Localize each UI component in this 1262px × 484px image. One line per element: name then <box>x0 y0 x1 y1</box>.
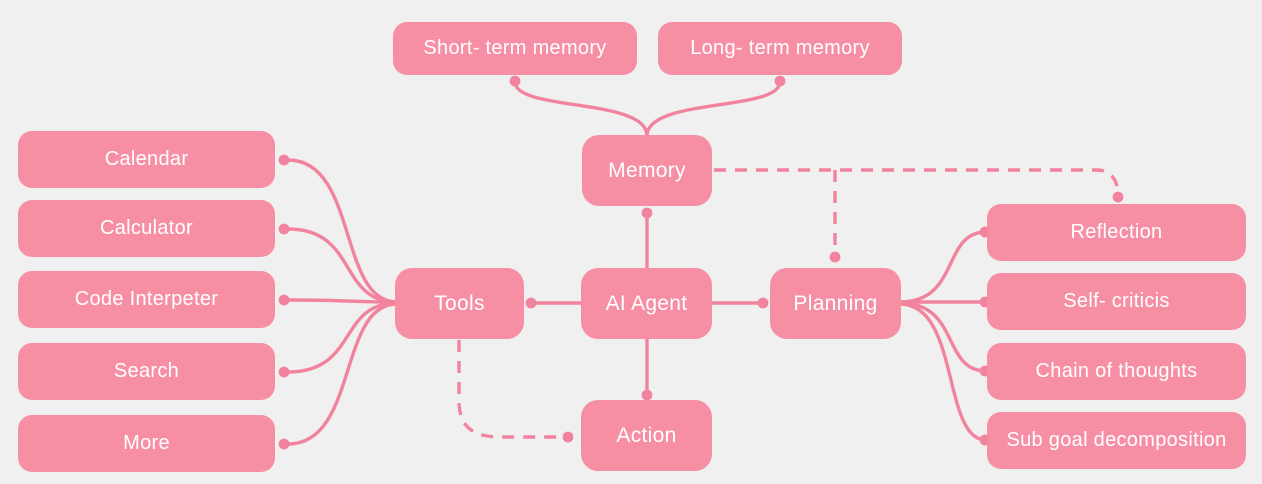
node-planning-label: Planning <box>793 291 878 315</box>
edge-tools-to-calendar <box>286 158 399 304</box>
node-calendar[interactable]: Calendar <box>18 131 275 188</box>
connector-dot <box>278 223 290 235</box>
node-code-interpeter[interactable]: Code Interpeter <box>18 271 275 328</box>
edge-tools-to-code-interpeter <box>286 298 399 304</box>
node-long-term-memory[interactable]: Long- term memory <box>658 22 902 75</box>
node-chain-of-thoughts-label: Chain of thoughts <box>1035 360 1198 382</box>
node-more-label: More <box>123 432 170 454</box>
node-calendar-label: Calendar <box>104 148 189 170</box>
node-ai-agent[interactable]: AI Agent <box>581 268 712 339</box>
connector-dot <box>1112 191 1124 203</box>
node-long-term-memory-label: Long- term memory <box>690 37 870 59</box>
edge-planning-to-chain-of-thoughts <box>898 301 988 373</box>
node-tools-label: Tools <box>434 291 485 315</box>
connector-dot <box>641 207 653 219</box>
node-action-label: Action <box>616 423 677 447</box>
connector-dot <box>509 75 521 87</box>
connector-dot <box>278 154 290 166</box>
edge-tools-to-calculator <box>286 227 399 304</box>
node-chain-of-thoughts[interactable]: Chain of thoughts <box>987 343 1246 400</box>
edge-memory-to-reflection-dashed <box>714 168 1120 193</box>
connector-dot <box>562 431 574 443</box>
connector-dot <box>278 294 290 306</box>
connector-dot <box>641 389 653 401</box>
node-reflection[interactable]: Reflection <box>987 204 1246 261</box>
node-action[interactable]: Action <box>581 400 712 471</box>
node-reflection-label: Reflection <box>1070 221 1163 243</box>
node-self-criticis-label: Self- criticis <box>1063 290 1170 312</box>
node-memory-label: Memory <box>608 158 686 182</box>
connector-dot <box>525 297 537 309</box>
node-search[interactable]: Search <box>18 343 275 400</box>
node-sub-goal-decomposition[interactable]: Sub goal decomposition <box>987 412 1246 469</box>
edge-tools-to-action-dashed <box>457 340 561 439</box>
edge-planning-to-sub-goal <box>898 302 988 442</box>
node-search-label: Search <box>113 360 180 382</box>
node-tools[interactable]: Tools <box>395 268 524 339</box>
node-calculator-label: Calculator <box>99 217 194 239</box>
node-calculator[interactable]: Calculator <box>18 200 275 257</box>
connector-dot <box>278 366 290 378</box>
edge-planning-to-reflection <box>898 230 988 304</box>
node-self-criticis[interactable]: Self- criticis <box>987 273 1246 330</box>
connector-dot <box>774 75 786 87</box>
node-short-term-memory-label: Short- term memory <box>423 37 607 59</box>
node-memory[interactable]: Memory <box>582 135 712 206</box>
connector-dot <box>757 297 769 309</box>
node-sub-goal-decomposition-label: Sub goal decomposition <box>1006 429 1227 451</box>
node-more[interactable]: More <box>18 415 275 472</box>
node-planning[interactable]: Planning <box>770 268 901 339</box>
node-code-interpeter-label: Code Interpeter <box>74 288 219 310</box>
connector-dot <box>829 251 841 263</box>
node-short-term-memory[interactable]: Short- term memory <box>393 22 637 75</box>
node-ai-agent-label: AI Agent <box>605 291 688 315</box>
edge-short-term-to-memory <box>513 79 649 138</box>
edge-tools-to-more <box>286 302 399 446</box>
edge-tools-to-search <box>286 301 399 374</box>
edge-long-term-to-memory <box>645 79 782 138</box>
connector-dot <box>278 438 290 450</box>
